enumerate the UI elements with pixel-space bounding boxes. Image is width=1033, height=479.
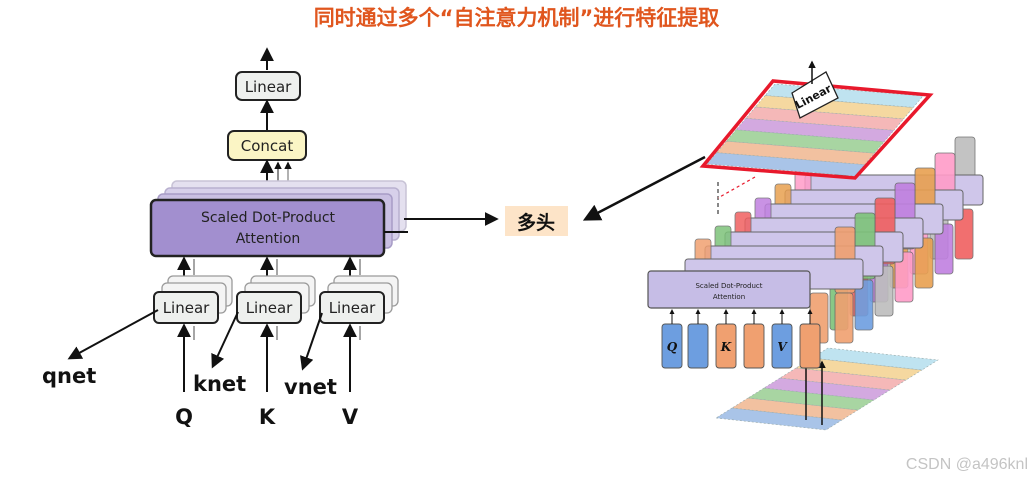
watermark: CSDN @a496knl xyxy=(906,456,1028,473)
page-title: 同时通过多个“自注意力机制”进行特征提取 xyxy=(313,6,720,30)
front-qkv-letter: K xyxy=(720,340,732,354)
front-qkv-letter: V xyxy=(777,340,788,354)
vnet-label: vnet xyxy=(284,375,337,399)
linear-q-box xyxy=(153,291,219,324)
output-slab-stripe xyxy=(706,152,866,177)
knet-label: knet xyxy=(193,372,246,396)
k-input-label: K xyxy=(259,405,276,429)
output-slab-stripe xyxy=(745,106,905,131)
attention-label-line1: Scaled Dot-Product xyxy=(201,210,336,226)
linear-q-label: Linear xyxy=(163,299,210,317)
front-qkv-bar xyxy=(687,323,709,369)
front-attention-label-line1: Scaled Dot-Product xyxy=(695,282,762,290)
concat-label: Concat xyxy=(241,137,294,155)
head-bar xyxy=(854,279,874,331)
attention-label-line2: Attention xyxy=(236,231,301,247)
front-qkv-bar xyxy=(799,323,821,369)
output-slab-stripe xyxy=(716,140,876,165)
front-attention-box xyxy=(647,270,811,309)
output-slab-stripe xyxy=(725,129,885,154)
head-bar xyxy=(934,223,954,275)
linear-k-box xyxy=(236,291,302,324)
head-bar xyxy=(894,251,914,303)
front-qkv-letter: Q xyxy=(667,340,678,354)
multi-head-label: 多头 xyxy=(517,211,555,234)
head-bar xyxy=(874,265,894,317)
qnet-label: qnet xyxy=(42,364,96,388)
output-slab-stripe xyxy=(735,117,895,143)
linear-top-label: Linear xyxy=(245,78,292,96)
left-diagram: Linear Concat Scaled Dot-Product Attenti… xyxy=(42,47,499,429)
head-bar xyxy=(834,292,854,344)
v-input-label: V xyxy=(342,405,359,429)
linear-k-label: Linear xyxy=(246,299,293,317)
linear-v-label: Linear xyxy=(329,299,376,317)
multi-head-tag: 多头 xyxy=(505,155,706,236)
front-qkv-bar xyxy=(743,323,765,369)
head-bar xyxy=(954,208,974,260)
q-input-label: Q xyxy=(175,405,193,429)
input-slab-stripe xyxy=(811,347,939,371)
highlight-parallelogram xyxy=(699,79,934,180)
linear-v-box xyxy=(319,291,385,324)
attention-box xyxy=(149,198,386,258)
front-attention-label-line2: Attention xyxy=(713,293,745,301)
input-embedding-slab xyxy=(715,347,939,431)
head-bar xyxy=(914,237,934,289)
